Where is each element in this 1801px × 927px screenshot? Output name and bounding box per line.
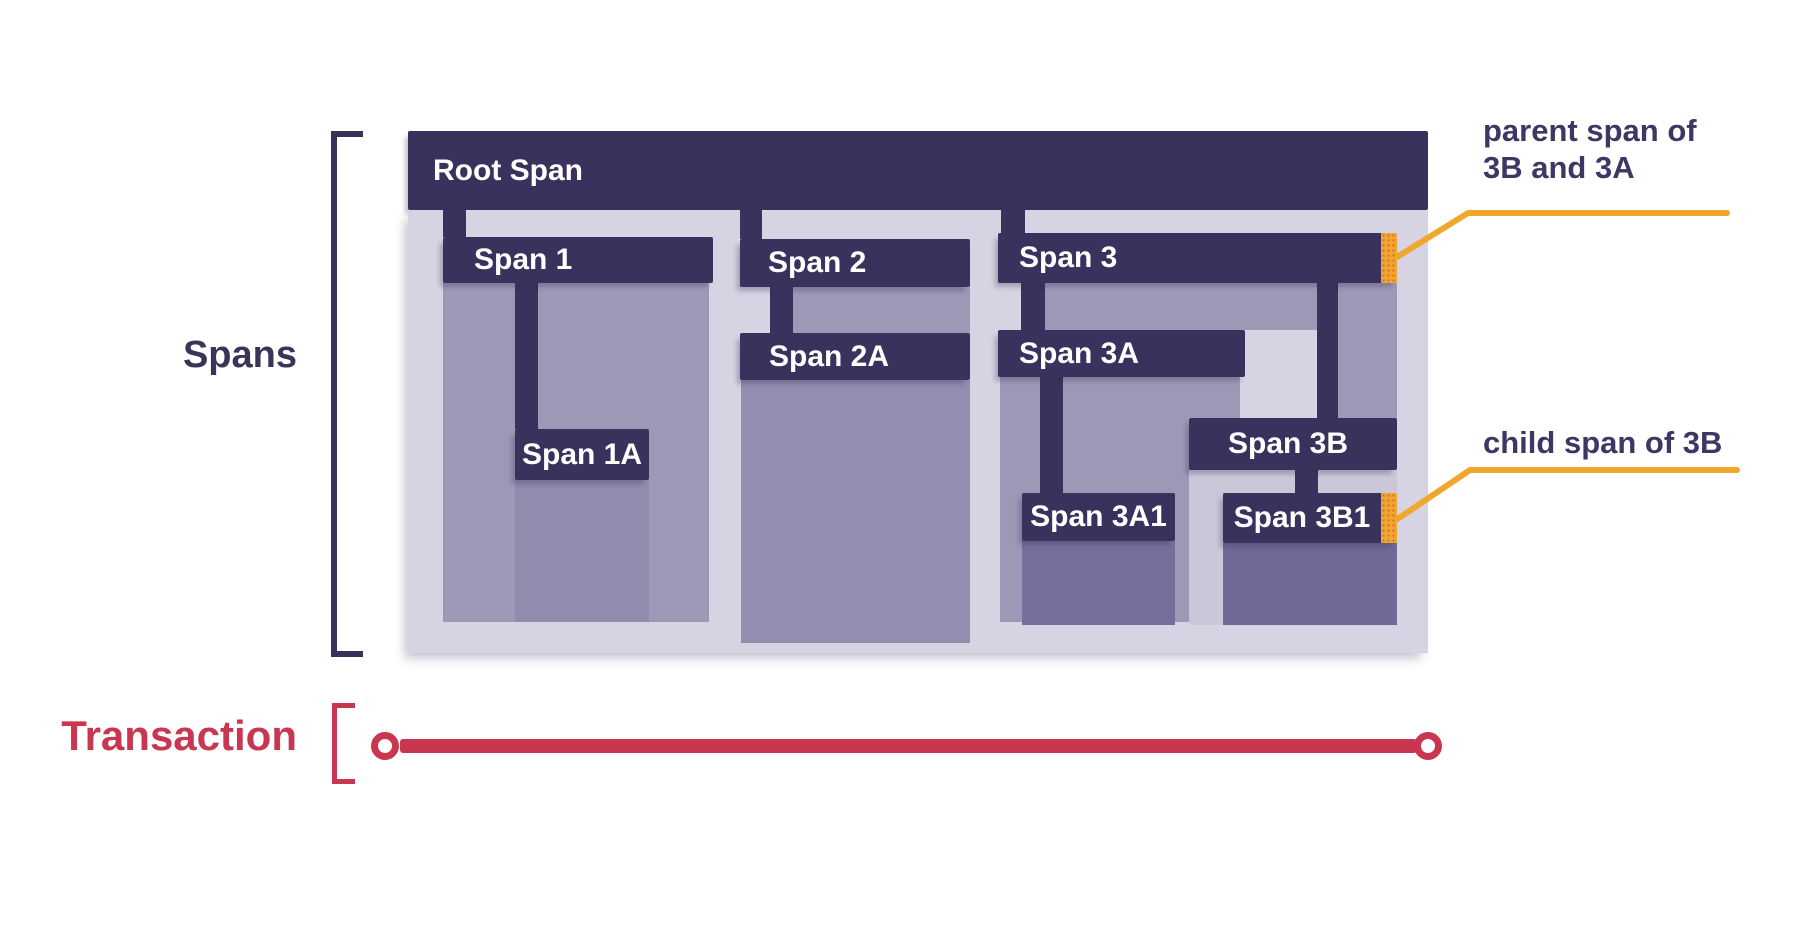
span3a1-label: Span 3A1 bbox=[1030, 500, 1167, 533]
span2-body bbox=[793, 287, 970, 333]
root-span-label: Root Span bbox=[433, 153, 583, 187]
connector-root-span3 bbox=[1001, 210, 1025, 233]
spans-bracket bbox=[331, 131, 363, 657]
span3b-bar: Span 3B bbox=[1189, 418, 1397, 470]
annotation-parent-line1: parent span of bbox=[1483, 113, 1697, 148]
span3a-bar: Span 3A bbox=[998, 330, 1245, 377]
connector-root-span2 bbox=[740, 210, 762, 239]
span3b-label: Span 3B bbox=[1227, 427, 1349, 460]
transaction-label: Transaction bbox=[61, 712, 297, 759]
transaction-bracket bbox=[332, 703, 355, 784]
span3a1-body bbox=[1022, 541, 1175, 625]
connector-root-span1 bbox=[443, 210, 466, 237]
span1a-bar: Span 1A bbox=[515, 429, 649, 480]
span3-body-upper bbox=[1045, 283, 1317, 330]
connector-span2-span2a bbox=[770, 287, 793, 333]
connector-span3-span3a bbox=[1021, 283, 1045, 330]
span2a-label: Span 2A bbox=[769, 339, 890, 373]
root-span-bar: Root Span bbox=[408, 131, 1428, 210]
span3b1-body bbox=[1223, 543, 1397, 625]
span1-label: Span 1 bbox=[474, 243, 573, 276]
connector-span1-span1a bbox=[515, 283, 538, 429]
span3-bar: Span 3 bbox=[998, 233, 1397, 283]
spans-label: Spans bbox=[182, 334, 297, 376]
annotation-child-span: child span of 3B bbox=[1483, 425, 1723, 460]
span2a-bar: Span 2A bbox=[740, 333, 970, 380]
span2a-body bbox=[741, 380, 970, 643]
spans-container: Span 1 Span 1A Span 2 Span 2A Span 3 bbox=[408, 210, 1428, 653]
connector-span3-span3b bbox=[1317, 283, 1338, 418]
span2-bar: Span 2 bbox=[740, 239, 970, 287]
span3a1-bar: Span 3A1 bbox=[1022, 493, 1175, 541]
span3a-label: Span 3A bbox=[1019, 336, 1140, 370]
span3-label: Span 3 bbox=[1019, 241, 1118, 274]
connector-span3a-span3a1 bbox=[1040, 377, 1063, 493]
child-span-marker bbox=[1381, 493, 1397, 543]
parent-span-marker bbox=[1381, 233, 1397, 283]
transaction-end-circle bbox=[1414, 732, 1442, 760]
span1a-label: Span 1A bbox=[521, 437, 643, 471]
span3-body-right bbox=[1338, 283, 1397, 418]
transaction-timeline bbox=[400, 739, 1417, 753]
span3b1-label: Span 3B1 bbox=[1233, 501, 1371, 534]
callout-line-child bbox=[1393, 467, 1740, 523]
connector-span3b-span3b1 bbox=[1295, 470, 1318, 493]
span2-label: Span 2 bbox=[768, 246, 867, 279]
transaction-start-circle bbox=[371, 732, 399, 760]
span1a-body bbox=[515, 480, 649, 622]
annotation-parent-line2: 3B and 3A bbox=[1483, 150, 1635, 185]
span1-bar: Span 1 bbox=[443, 237, 713, 283]
span3b1-bar: Span 3B1 bbox=[1223, 493, 1397, 543]
callout-line-parent bbox=[1394, 210, 1730, 260]
annotation-parent-span: parent span of 3B and 3A bbox=[1483, 112, 1697, 186]
